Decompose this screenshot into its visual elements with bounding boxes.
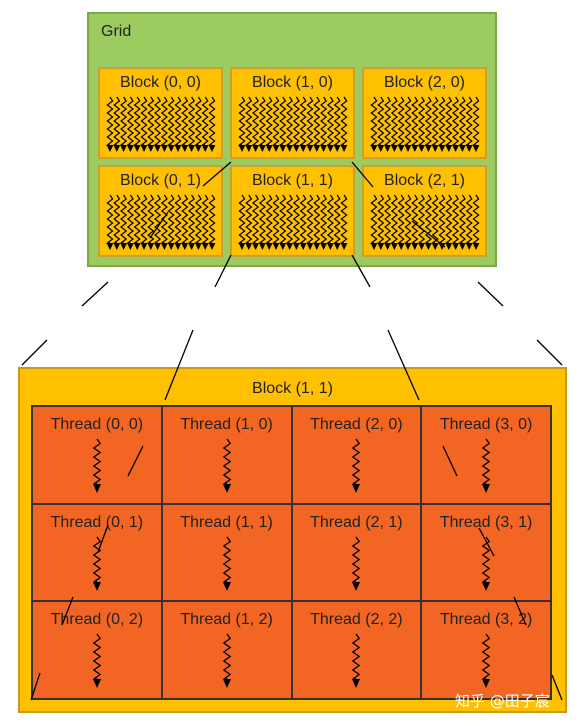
thread-label: Thread (2, 1) [310,513,403,531]
thread-warp-icon [105,194,216,250]
block-label: Block (0, 1) [120,172,201,189]
thread-warp-icon [237,96,348,152]
thread-squiggle-icon [92,536,102,591]
thread-label: Thread (1, 0) [180,416,273,433]
thread-squiggle-icon [352,536,361,591]
thread-cell: Thread (0, 0) [32,406,162,504]
block-2-1: Block (2, 1) [362,165,487,257]
thread-cell: Thread (3, 0) [421,406,551,504]
thread-grid: Thread (0, 0) Thread (1, 0) Thread (2, 0… [31,405,552,700]
thread-label: Thread (3, 1) [439,513,533,531]
connector-line [477,281,504,307]
block-label: Block (0, 0) [120,74,201,91]
thread-cell: Thread (3, 1) [421,503,551,602]
thread-label: Thread (2, 2) [310,611,403,629]
thread-warp-icon [369,194,480,250]
thread-squiggle-icon [222,438,231,493]
thread-cell: Thread (0, 2) [32,601,162,699]
thread-cell: Thread (1, 2) [161,601,292,699]
thread-label: Thread (0, 0) [50,416,144,433]
thread-warp-icon [105,96,216,152]
thread-cell: Thread (2, 2) [291,601,422,699]
thread-label: Thread (3, 2) [439,611,533,629]
grid-title: Grid [101,23,132,40]
thread-cell: Thread (3, 2) [421,601,551,699]
thread-squiggle-icon [92,633,102,689]
thread-label: Thread (1, 2) [180,611,273,629]
thread-label: Thread (0, 1) [50,513,144,531]
thread-cell: Thread (2, 1) [291,503,422,602]
connector-line [21,339,48,366]
block-2-0: Block (2, 0) [362,67,487,159]
block-detail-title: Block (1, 1) [252,380,333,397]
grid-container: Grid Block (0, 0) Block (1, 0) Block (2,… [87,12,497,267]
block-1-1: Block (1, 1) [230,165,355,257]
block-1-0: Block (1, 0) [230,67,355,159]
connector-line [81,281,109,307]
thread-cell: Thread (1, 0) [161,406,292,504]
thread-label: Thread (0, 2) [50,611,144,629]
connector-line [536,339,563,366]
thread-squiggle-icon [352,633,361,689]
block-0-0: Block (0, 0) [98,67,223,159]
watermark: 知乎 @田子宸 [455,692,550,710]
thread-squiggle-icon [222,536,231,591]
thread-label: Thread (1, 1) [180,513,273,531]
block-label: Block (1, 0) [252,74,333,91]
thread-cell: Thread (1, 1) [161,503,292,602]
thread-squiggle-icon [481,438,491,493]
block-0-1: Block (0, 1) [98,165,223,257]
thread-cell: Thread (2, 0) [291,406,422,504]
block-label: Block (1, 1) [252,172,333,189]
thread-warp-icon [369,96,480,152]
thread-warp-icon [237,194,348,250]
thread-squiggle-icon [222,633,231,689]
thread-cell: Thread (0, 1) [32,503,162,602]
thread-label: Thread (3, 0) [439,416,533,433]
thread-squiggle-icon [92,438,102,493]
thread-squiggle-icon [352,438,361,493]
thread-squiggle-icon [481,633,491,689]
thread-squiggle-icon [481,536,491,591]
block-label: Block (2, 1) [384,172,465,189]
thread-label: Thread (2, 0) [310,416,403,433]
block-label: Block (2, 0) [384,74,465,91]
